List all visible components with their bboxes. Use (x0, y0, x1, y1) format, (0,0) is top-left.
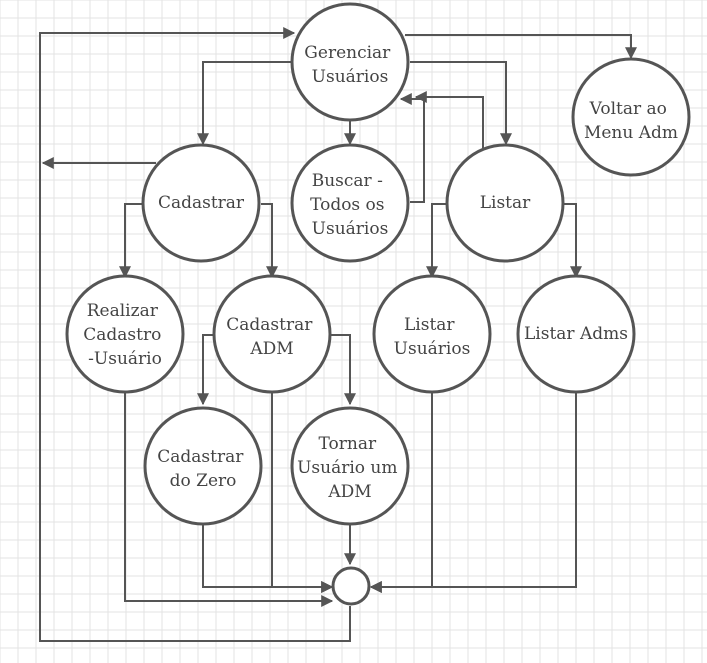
edge-cadastrar-adm-tornar (328, 334, 356, 406)
edge-buscar-gerenciar (399, 93, 425, 203)
edge-realizar-junction (124, 391, 334, 607)
edge-gerenciar-listar (410, 61, 512, 146)
node-cadastrar-do-zero: Cadastrar do Zero (143, 406, 263, 526)
node-realizar-label: Realizar Cadastro -Usuário (83, 301, 166, 369)
node-cadastrar-adm-label: Cadastrar ADM (226, 315, 318, 359)
node-buscar-todos-usuarios: Buscar - Todos os Usuários (290, 143, 410, 263)
edge-listar-gerenciar (414, 91, 484, 148)
node-buscar-label: Buscar - Todos os Usuários (310, 171, 390, 239)
edge-listar-adms-junction (369, 391, 577, 593)
edges (39, 27, 637, 642)
node-listar: Listar (445, 143, 565, 263)
edge-cadastrar-cadastrar-adm (261, 203, 278, 279)
edge-cadastrar-realizar (119, 203, 142, 279)
node-cadastrar-label: Cadastrar (158, 193, 245, 213)
edge-gerenciar-voltar (405, 34, 637, 60)
node-listar-usuarios-label: Listar Usuários (394, 315, 471, 359)
node-listar-label: Listar (480, 193, 531, 213)
node-listar-usuarios: Listar Usuários (372, 274, 492, 394)
edge-cadastrar-adm-zero (197, 334, 216, 406)
nodes: Gerenciar Usuários Voltar ao Menu Adm Ca… (65, 2, 691, 606)
node-junction (331, 566, 371, 606)
node-voltar-label: Voltar ao Menu Adm (584, 99, 678, 143)
node-listar-adms: Listar Adms (516, 274, 636, 394)
node-cadastrar-adm: Cadastrar ADM (212, 274, 332, 394)
edge-junction-loop-back (39, 27, 351, 642)
edge-listar-listar-usuarios (426, 203, 450, 279)
node-tornar-label: Tornar Usuário um ADM (297, 434, 403, 502)
node-listar-adms-label: Listar Adms (524, 324, 628, 344)
node-tornar-usuario-adm: Tornar Usuário um ADM (290, 406, 410, 526)
edge-gerenciar-cadastrar (197, 61, 297, 146)
node-realizar-cadastro-usuario: Realizar Cadastro -Usuário (65, 274, 185, 394)
node-voltar-menu-adm: Voltar ao Menu Adm (571, 57, 691, 177)
edge-listar-listar-adms (564, 203, 582, 279)
edge-cadastrar-adm-junction (271, 391, 334, 593)
node-cadastrar: Cadastrar (141, 143, 261, 263)
node-gerenciar-usuarios: Gerenciar Usuários (290, 2, 410, 122)
node-gerenciar-label: Gerenciar Usuários (304, 43, 395, 87)
node-cadastrar-zero-label: Cadastrar do Zero (157, 447, 249, 491)
edge-zero-junction (202, 525, 334, 593)
